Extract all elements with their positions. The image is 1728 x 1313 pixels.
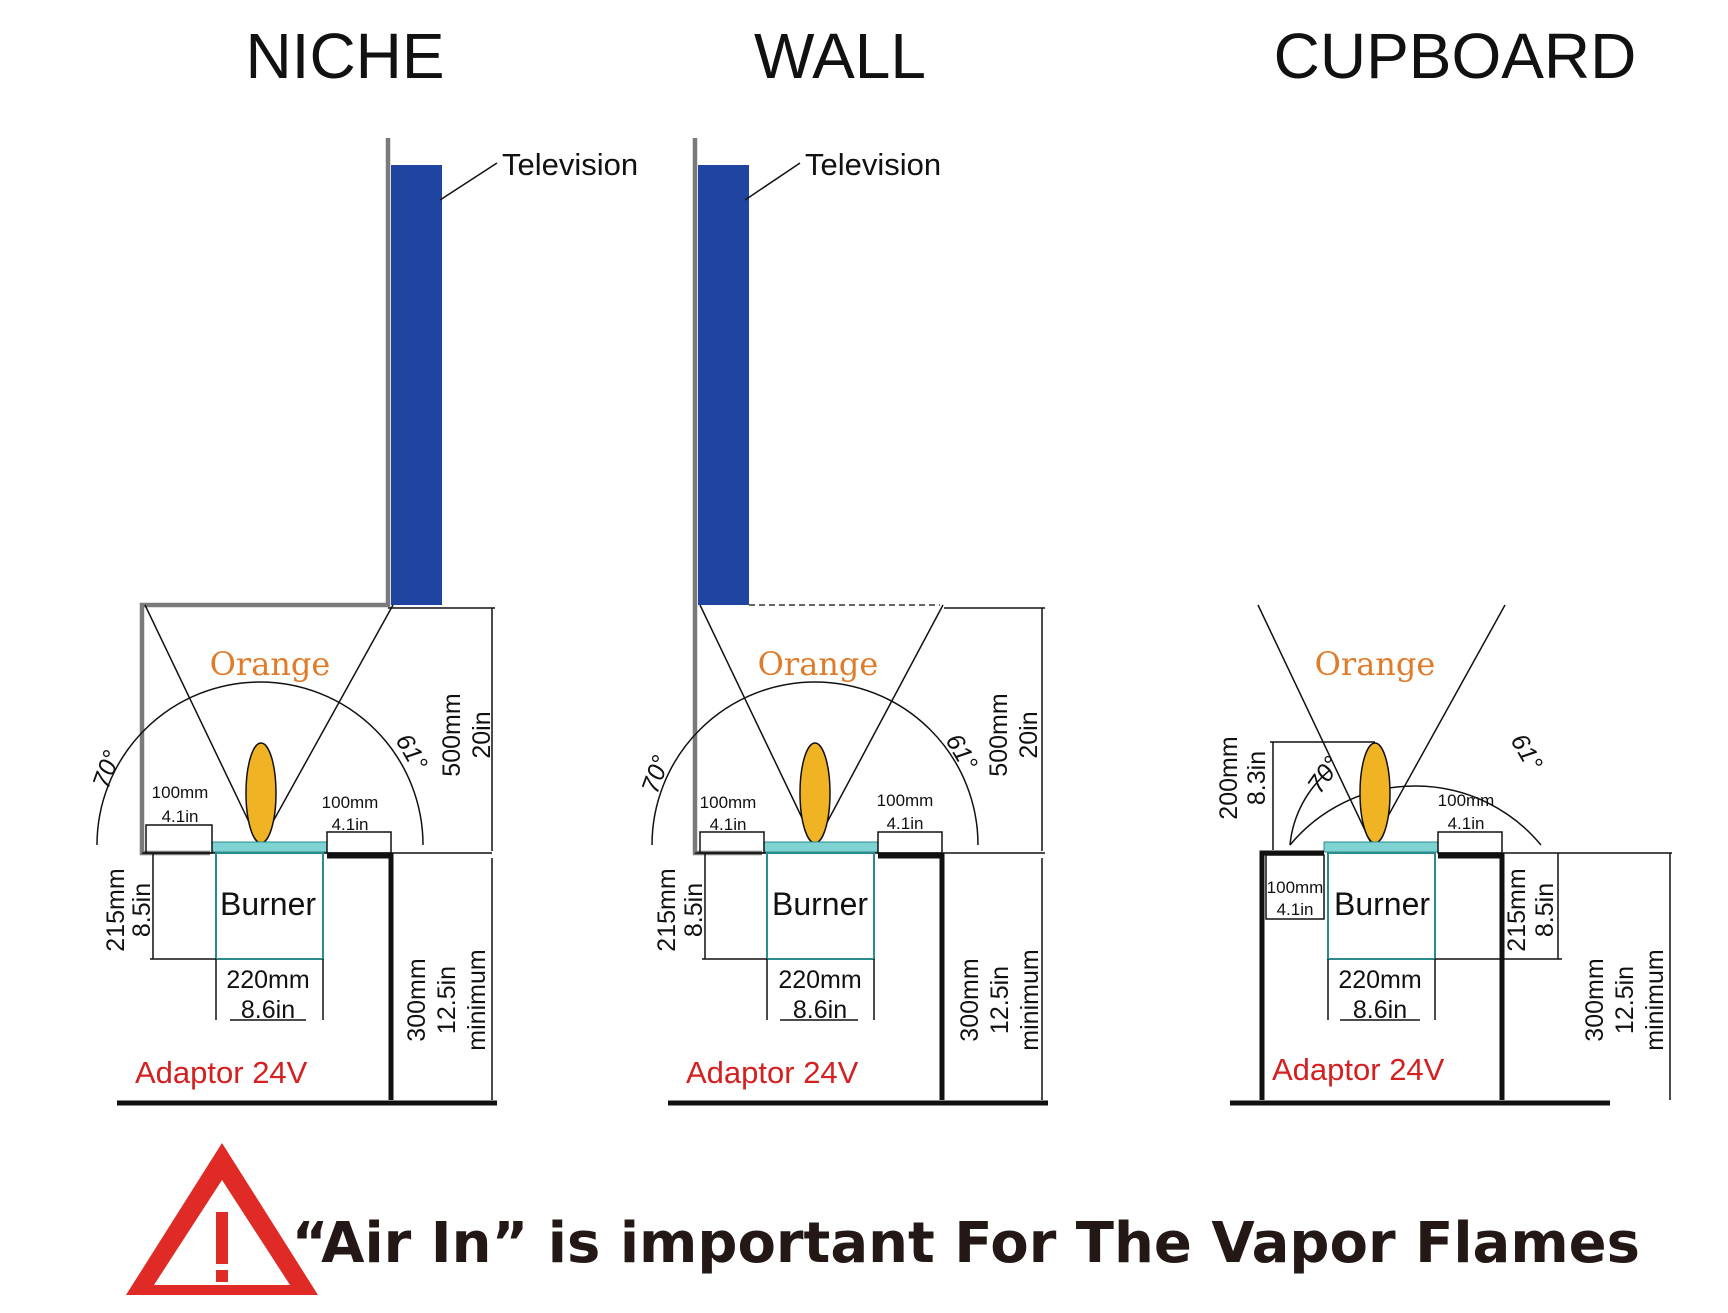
cupboard-angle-right: 61° [1505,729,1548,776]
wall-width-mm: 220mm [778,966,861,994]
niche-cab-mm: 300mm [403,958,431,1041]
cupboard-orange-label: Orange [1315,645,1436,683]
niche-television-label: Television [502,147,638,182]
niche-burner-top [211,841,328,853]
cupboard-burner-box [1327,852,1436,960]
niche-depth-in: 8.5in [128,883,156,937]
wall-clear-left-in: 4.1in [710,815,747,834]
cupboard-clear-right-in: 4.1in [1448,814,1485,833]
wall-tv-in: 20in [1015,711,1043,758]
cupboard-cab-in: 12.5in [1611,966,1639,1034]
cupboard-burner-label: Burner [1334,886,1430,922]
niche-clear-right-mm: 100mm [322,793,379,812]
niche-angle-right: 61° [390,729,433,776]
wall-burner-label: Burner [772,886,868,922]
cupboard-flame [1359,742,1391,844]
cupboard-clear-right-mm: 100mm [1438,791,1495,810]
niche-clear-right-in: 4.1in [332,815,369,834]
wall-clear-right-in: 4.1in [887,814,924,833]
niche-cab-in: 12.5in [433,966,461,1034]
niche-angle-left: 70° [87,747,126,792]
wall-television-label: Television [805,147,941,182]
niche-angle-arc [96,681,424,846]
cupboard-cab-note: minimum [1641,949,1669,1050]
cupboard-depth-mm: 215mm [1503,868,1531,951]
niche-burner-box [215,852,324,960]
warning-triangle-icon [126,1143,318,1295]
wall-flame [799,742,831,844]
cupboard-burner-top [1323,841,1439,853]
wall-cab-mm: 300mm [956,958,984,1041]
title-wall: WALL [754,20,926,92]
wall-cab-note: minimum [1016,949,1044,1050]
niche-tv-mm: 500mm [438,693,466,776]
wall-depth-in: 8.5in [680,883,708,937]
cupboard-clear-left-in: 4.1in [1277,900,1314,919]
cupboard-angle-arc [1289,785,1542,846]
title-niche: NICHE [245,20,444,92]
wall-angle-right: 61° [940,729,983,776]
warning-text: “Air In” is important For The Vapor Flam… [292,1211,1640,1276]
niche-width-mm: 220mm [226,966,309,994]
wall-cabinet [878,853,945,1100]
wall-angle-left: 70° [636,752,675,797]
cupboard-angle-left: 70° [1302,751,1347,798]
wall-tv-mm: 500mm [985,693,1013,776]
niche-cabinet [327,853,394,1100]
wall-burner-box [766,852,875,960]
niche-orange-label: Orange [210,645,331,683]
cupboard-clear-left-mm: 100mm [1267,878,1324,897]
wall-angle-arc [651,681,979,846]
wall-clear-left-mm: 100mm [700,793,757,812]
cupboard-height-mm: 200mm [1215,736,1243,819]
niche-depth-mm: 215mm [102,868,130,951]
wall-television [698,165,749,605]
cupboard-adaptor-label: Adaptor 24V [1272,1052,1445,1087]
niche-adaptor-label: Adaptor 24V [135,1055,308,1090]
wall-burner-top [763,841,879,853]
cupboard-height-in: 8.3in [1243,751,1271,805]
niche-burner-label: Burner [220,886,316,922]
niche-clear-left-mm: 100mm [152,783,209,802]
niche-clear-left-in: 4.1in [162,807,199,826]
cupboard-depth-in: 8.5in [1531,883,1559,937]
wall-diagram: Television 70° 61° Orange 100mm 4.1in 10… [636,138,1048,1106]
wall-cab-in: 12.5in [986,966,1014,1034]
niche-tv-in: 20in [468,711,496,758]
wall-clear-right-mm: 100mm [877,791,934,810]
cupboard-width-mm: 220mm [1338,966,1421,994]
cupboard-cab-mm: 300mm [1581,958,1609,1041]
niche-television [391,165,442,605]
niche-diagram: Television 70° 61° Orange 100mm 4.1in 10… [87,138,638,1106]
wall-adaptor-label: Adaptor 24V [686,1055,859,1090]
niche-flame [245,742,277,844]
cupboard-diagram: 70° 61° Orange 200mm 8.3in 100mm 4.1in 1… [1215,604,1672,1106]
title-cupboard: CUPBOARD [1274,20,1637,92]
cupboard-cabinet [1259,850,1324,1100]
niche-cab-note: minimum [463,949,491,1050]
wall-depth-mm: 215mm [653,868,681,951]
wall-orange-label: Orange [758,645,879,683]
